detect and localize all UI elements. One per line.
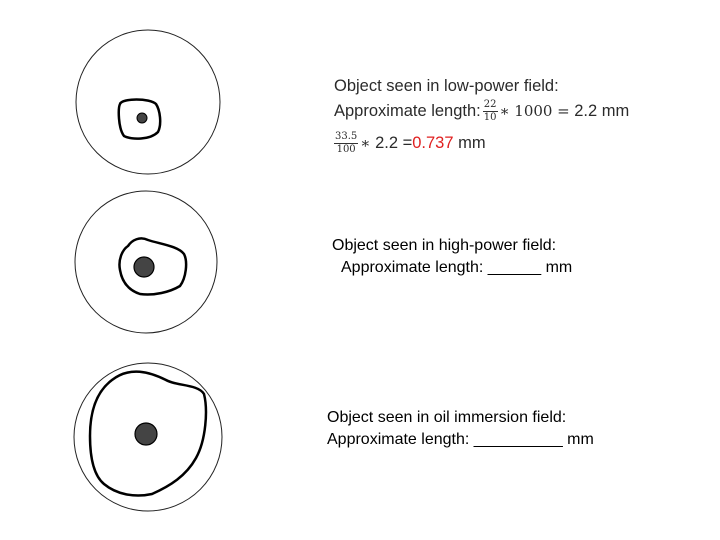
low-power-text: Object seen in low-power field: Approxim… [334,76,629,124]
oil-immersion-text: Object seen in oil immersion field: Appr… [327,408,594,450]
oil-immersion-cell-outline [88,370,208,497]
fraction-1-numerator: 22 [482,98,498,112]
low-power-result-2: 0.737 [412,134,454,152]
times-symbol-2: ∗ [360,134,371,152]
multiplier-value: 1000 [514,102,553,120]
high-power-cell-outline [118,237,188,296]
oil-immersion-nucleus [134,422,158,446]
high-power-title: Object seen in high-power field: [332,237,557,254]
times-symbol: ∗ [499,102,510,120]
high-power-field [74,190,218,334]
factor-value: 2.2 [375,134,398,152]
low-power-fraction-2: 33.5 100 [334,130,359,155]
fraction-2-denominator: 100 [336,143,356,155]
low-power-length-label: Approximate length: [334,102,481,120]
high-power-text: Object seen in high-power field: Approxi… [332,236,572,278]
equals-symbol: = [557,102,570,120]
low-power-fraction-1: 22 10 [482,98,498,123]
low-power-result-2-unit: mm [453,134,486,152]
oil-immersion-field [73,362,223,512]
low-power-calculation-row: 33.5 100 ∗ 2.2 = 0.737 mm [334,128,486,158]
oil-immersion-title: Object seen in oil immersion field: [327,409,567,426]
low-power-nucleus [136,112,148,124]
low-power-field-circle [75,29,221,175]
low-power-result-1: 2.2 mm [574,102,630,120]
high-power-field-circle [74,190,218,334]
fraction-1-denominator: 10 [483,111,497,123]
low-power-cell-outline [117,98,162,140]
high-power-nucleus [133,256,155,278]
fraction-2-numerator: 33.5 [334,130,359,144]
high-power-length-line: Approximate length: ______ mm [341,259,573,276]
oil-immersion-length-line: Approximate length: __________ mm [327,431,594,448]
equals-symbol-2: = [402,134,413,152]
oil-immersion-field-circle [73,362,223,512]
low-power-length-row: Approximate length: 22 10 ∗ 1000 = 2.2 m… [334,98,629,124]
low-power-title: Object seen in low-power field: [334,77,559,95]
low-power-field [75,29,221,175]
